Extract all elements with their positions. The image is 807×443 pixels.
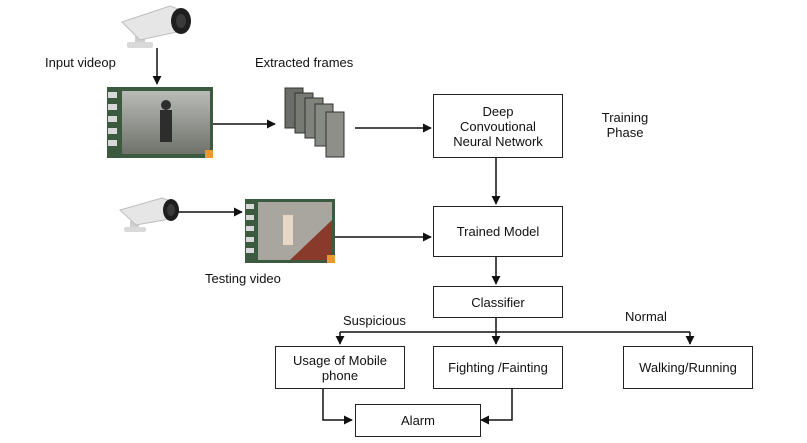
usage-mobile-box: Usage of Mobile phone xyxy=(275,346,405,389)
film-strip-icon-input xyxy=(107,87,213,158)
alarm-box-text: Alarm xyxy=(401,413,435,428)
frame-stack-icon xyxy=(284,87,345,158)
film-strip-icon-testing xyxy=(245,199,335,263)
connectors xyxy=(152,48,695,425)
suspicious-label: Suspicious xyxy=(343,313,406,328)
classifier-box-text: Classifier xyxy=(471,294,525,310)
normal-label: Normal xyxy=(625,309,667,324)
trained-model-box: Trained Model xyxy=(433,206,563,257)
classifier-box: Classifier xyxy=(433,286,563,318)
usage-mobile-box-text: Usage of Mobile phone xyxy=(293,352,387,383)
security-camera-icon-testing xyxy=(119,197,179,232)
walking-box: Walking/Running xyxy=(623,346,753,389)
extracted-frames-label: Extracted frames xyxy=(255,55,354,70)
security-camera-icon xyxy=(121,5,191,48)
fighting-box-text: Fighting /Fainting xyxy=(448,360,548,375)
trained-model-box-text: Trained Model xyxy=(456,224,540,239)
dcnn-box-text: Deep Convoutional Neural Network xyxy=(453,103,543,149)
testing-video-label: Testing video xyxy=(205,271,281,286)
alarm-box: Alarm xyxy=(355,404,481,437)
fighting-box: Fighting /Fainting xyxy=(433,346,563,389)
training-phase-label: Training Phase xyxy=(601,110,649,140)
input-video-label: Input videop xyxy=(45,55,116,70)
walking-box-text: Walking/Running xyxy=(639,360,737,375)
dcnn-box: Deep Convoutional Neural Network xyxy=(433,94,563,158)
